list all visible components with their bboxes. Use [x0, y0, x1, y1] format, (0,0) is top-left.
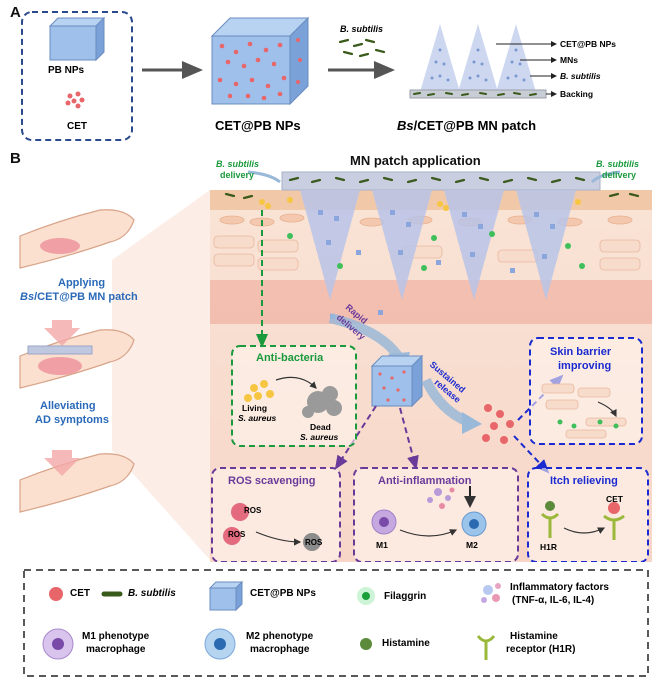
legend-h1r-1: Histamine: [510, 631, 558, 642]
dead-s-aureus: S. aureus: [300, 432, 339, 442]
bsub-label-a: B. subtilis: [340, 24, 384, 34]
bsub-delivery-right-2: delivery: [602, 170, 637, 180]
mn-patch: [409, 24, 557, 99]
legend-cet-icon: [49, 587, 63, 601]
m1-label: M1: [376, 540, 388, 550]
cet-label: CET: [67, 121, 87, 132]
panel-b-graphics: [19, 170, 652, 562]
panel-b-letter: B: [10, 150, 21, 167]
pb-nps-cube: [48, 16, 106, 62]
patch-label-1: MNs: [560, 55, 578, 65]
bsub-delivery-left-1: B. subtilis: [216, 159, 260, 169]
legend-h1r-2: receptor (H1R): [506, 644, 576, 655]
cet-dots: [65, 91, 85, 109]
legend-m1-2: macrophage: [86, 644, 146, 655]
anti-bacteria-title: Anti-bacteria: [256, 352, 324, 364]
mn-backing: [281, 171, 601, 191]
applying-label: Applying: [58, 277, 106, 289]
legend-m1-1: M1 phenotype: [82, 631, 150, 642]
cet-itch-label: CET: [606, 494, 623, 504]
cet-pb-cube: [210, 16, 310, 106]
pb-nps-label: PB NPs: [48, 65, 85, 76]
anti-inflammation-box: [353, 467, 519, 562]
legend-cet: CET: [70, 588, 90, 599]
mn-application-title: MN patch application: [350, 153, 481, 168]
h1r-label: H1R: [540, 542, 558, 552]
legend-filaggrin: Filaggrin: [384, 591, 427, 602]
legend-bsub: B. subtilis: [128, 588, 176, 599]
mn-patch-label: Bs/CET@PB MN patch: [397, 118, 536, 133]
patch-label-2: B. subtilis: [560, 71, 601, 81]
bsub-delivery-left-2: delivery: [220, 170, 255, 180]
applying-patch-suffix: /CET@PB MN patch: [34, 291, 138, 303]
legend-box: [23, 569, 649, 677]
ros-scavenging-title: ROS scavenging: [228, 475, 316, 487]
applying-patch-prefix: Bs: [20, 291, 35, 303]
legend-histamine: Histamine: [382, 638, 430, 649]
legend-h1r-icon: [476, 635, 496, 660]
ros-label-3: ROS: [305, 538, 323, 547]
itch-relieving-title: Itch relieving: [550, 475, 618, 487]
zoom-cone: [112, 190, 210, 560]
living-s-aureus: S. aureus: [238, 413, 277, 423]
anti-bacteria-box: [231, 345, 357, 447]
panel-a-letter: A: [10, 4, 21, 21]
panel-a-graphics: [21, 11, 557, 141]
dead-label: Dead: [310, 422, 331, 432]
mn-patch-suffix: /CET@PB MN patch: [413, 118, 537, 133]
legend-m2-icon: [204, 628, 236, 660]
bsub-delivery-right-1: B. subtilis: [596, 159, 640, 169]
skin-barrier-title-1: Skin barrier: [550, 346, 612, 358]
m2-label: M2: [466, 540, 478, 550]
ros-label-2: ROS: [228, 530, 246, 539]
legend-m2-1: M2 phenotype: [246, 631, 314, 642]
legend-m2-2: macrophage: [250, 644, 310, 655]
legend-histamine-icon: [360, 638, 372, 650]
bsub-rods: [338, 38, 386, 58]
ad-symptoms-label: AD symptoms: [35, 414, 109, 426]
skin-barrier-title-2: improving: [558, 360, 612, 372]
cet-pb-label: CET@PB NPs: [215, 118, 301, 133]
legend-inflam-2: (TNF-α, IL-6, IL-4): [512, 595, 595, 606]
legend-graphics: [23, 569, 649, 677]
mn-patch-prefix: Bs: [397, 118, 414, 133]
anti-inflammation-title: Anti-inflammation: [378, 475, 472, 487]
living-label: Living: [242, 403, 268, 413]
legend-inflam-1: Inflammatory factors: [510, 582, 609, 593]
patch-label-0: CET@PB NPs: [560, 39, 616, 49]
central-cube: [370, 354, 424, 408]
itch-box: [527, 467, 649, 562]
arms: [19, 209, 135, 513]
alleviating-label: Alleviating: [40, 400, 96, 412]
legend-cube-icon: [208, 580, 244, 612]
mn-needles: [300, 190, 576, 300]
ingredients-box: [21, 11, 133, 141]
applying-patch-label: Bs/CET@PB MN patch: [20, 291, 138, 303]
legend-cet-pb: CET@PB NPs: [250, 588, 316, 599]
legend-m1-icon: [42, 628, 74, 660]
ros-label-1: ROS: [244, 506, 262, 515]
legend-inflam-icon: [481, 583, 501, 603]
patch-label-3: Backing: [560, 89, 594, 99]
